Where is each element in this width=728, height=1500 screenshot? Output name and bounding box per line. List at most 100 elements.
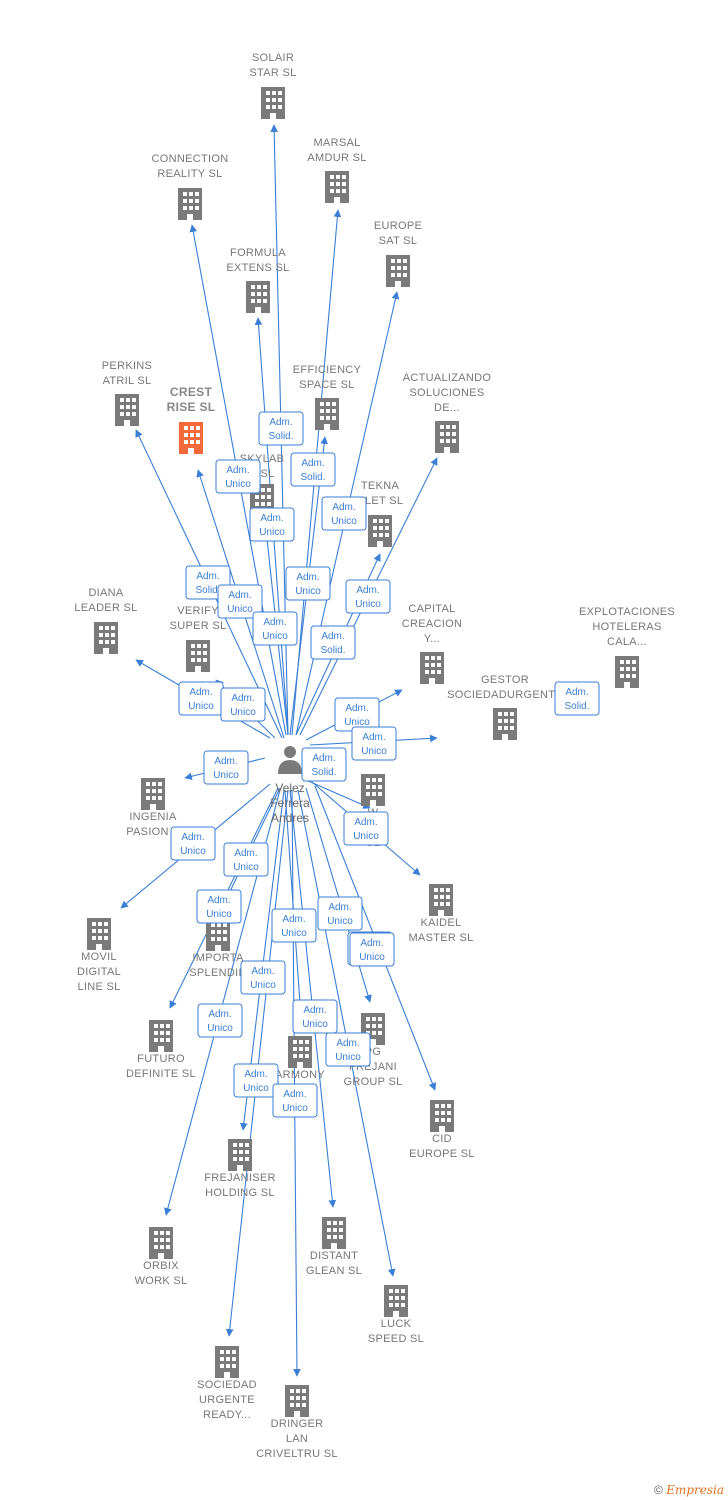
company-name-line[interactable]: TEKNA — [361, 480, 400, 492]
company-name-line[interactable]: SPLENDID — [189, 967, 246, 979]
company-name-line[interactable]: READY... — [203, 1409, 251, 1421]
company-node-capital[interactable]: CAPITALCREACIONY... — [402, 603, 462, 684]
role-badge[interactable]: Adm.Unico — [317, 896, 363, 931]
company-name-line[interactable]: FUTURO — [137, 1053, 185, 1065]
company-node-perkins[interactable]: PERKINS ATRIL SL — [102, 360, 152, 426]
role-badge[interactable]: Adm.Unico — [249, 507, 295, 542]
company-name-line[interactable]: SPEED SL — [368, 1333, 424, 1345]
company-node-gestor[interactable]: GESTOR SOCIEDADURGENTE — [447, 674, 563, 740]
company-node-explotaciones[interactable]: EXPLOTACIONES HOTELERAS CALA... — [579, 606, 675, 688]
company-name-line[interactable]: LAN — [286, 1433, 308, 1445]
company-name-line[interactable]: RISE SL — [167, 400, 216, 414]
company-name-line[interactable]: IMPORTA — [192, 952, 244, 964]
company-node-futuro[interactable]: FUTURO DEFINITE SL — [126, 1020, 196, 1080]
company-name-line[interactable]: CAPITAL — [408, 603, 455, 615]
company-node-connection[interactable]: CONNECTION REALITY SL — [152, 153, 229, 220]
company-name-line[interactable]: GLEAN SL — [306, 1265, 362, 1277]
role-badge[interactable]: Adm.Unico — [351, 726, 397, 761]
role-badge[interactable]: Adm.Unico — [197, 1003, 243, 1038]
company-name-line[interactable]: PERKINS — [102, 360, 152, 372]
company-name-line[interactable]: REALITY SL — [157, 168, 222, 180]
role-badge[interactable]: Adm.Unico — [223, 842, 269, 877]
footer-brand[interactable]: © Empresia — [654, 1483, 724, 1497]
role-badge[interactable]: Adm.Unico — [334, 697, 380, 732]
company-name-line[interactable]: CREST — [170, 385, 213, 399]
company-name-line[interactable]: HOLDING SL — [205, 1187, 275, 1199]
company-name-line[interactable]: DIANA — [88, 587, 123, 599]
company-name-line[interactable]: ORBIX — [143, 1260, 179, 1272]
role-badge[interactable]: Adm.Unico — [349, 932, 395, 967]
company-node-diana[interactable]: DIANA LEADER SL — [74, 587, 137, 654]
role-badge[interactable]: Adm.Unico — [325, 1032, 371, 1067]
company-name-line[interactable]: PASION S — [126, 826, 180, 838]
company-name-line[interactable]: VERIFY — [177, 605, 219, 617]
role-badge[interactable]: Adm.Unico — [203, 750, 249, 785]
company-name-line[interactable]: WORK SL — [135, 1275, 188, 1287]
role-badge[interactable]: Adm.Unico — [170, 826, 216, 861]
company-name-line[interactable]: STAR SL — [249, 67, 296, 79]
company-node-orbix[interactable]: ORBIX WORK SL — [135, 1227, 188, 1287]
person-name-line[interactable]: Andres — [271, 811, 309, 825]
company-name-line[interactable]: FREJANISER — [204, 1172, 275, 1184]
company-name-line[interactable]: EXPLOTACIONES — [579, 606, 675, 618]
company-name-line[interactable]: SOCIEDAD — [197, 1379, 257, 1391]
role-badge[interactable]: Adm.Solid. — [310, 625, 356, 660]
company-node-distant[interactable]: DISTANT GLEAN SL — [306, 1217, 362, 1277]
role-badge[interactable]: Adm.Unico — [343, 811, 389, 846]
company-node-tekna[interactable]: TEKNA RLET SL — [357, 480, 404, 547]
role-badge[interactable]: Adm.Unico — [321, 496, 367, 531]
company-node-verify[interactable]: VERIFY SUPER SL — [170, 605, 227, 672]
company-name-line[interactable]: HOTELERAS — [592, 621, 661, 633]
role-badge[interactable]: Adm.Unico — [240, 960, 286, 995]
company-node-formula[interactable]: FORMULA EXTENS SL — [226, 247, 289, 313]
company-node-luck[interactable]: LUCK SPEED SL — [368, 1285, 424, 1345]
company-name-line[interactable]: DEFINITE SL — [126, 1068, 196, 1080]
company-name-line[interactable]: DISTANT — [310, 1250, 358, 1262]
person-name-line[interactable]: Ferrera — [270, 796, 310, 810]
company-name-line[interactable]: EUROPE SL — [409, 1148, 475, 1160]
company-name-line[interactable]: EUROPE — [374, 220, 422, 232]
company-name-line[interactable]: LUCK — [381, 1318, 412, 1330]
company-name-line[interactable]: RLET SL — [357, 495, 404, 507]
company-name-line[interactable]: CRIVELTRU SL — [256, 1448, 338, 1460]
role-badge[interactable]: Adm.Unico — [233, 1063, 279, 1098]
role-badge[interactable]: Adm.Unico — [178, 681, 224, 716]
company-name-line[interactable]: SUPER SL — [170, 620, 227, 632]
company-name-line[interactable]: KAIDEL — [421, 917, 462, 929]
role-badge[interactable]: Adm.Unico — [345, 579, 391, 614]
company-name-line[interactable]: MARSAL — [313, 137, 360, 149]
company-name-line[interactable]: GROUP SL — [343, 1076, 402, 1088]
company-name-line[interactable]: CONNECTION — [152, 153, 229, 165]
company-name-line[interactable]: LEADER SL — [74, 602, 137, 614]
role-badge[interactable]: Adm.Solid. — [301, 747, 347, 782]
company-name-line[interactable]: FORMULA — [230, 247, 286, 259]
role-badge[interactable]: Adm.Solid. — [554, 681, 600, 716]
company-name-line[interactable]: SOCIEDADURGENTE — [447, 689, 563, 701]
company-name-line[interactable]: CALA... — [607, 636, 647, 648]
role-badge[interactable]: Adm.Solid. — [290, 452, 336, 487]
role-badge[interactable]: Adm.Unico — [220, 687, 266, 722]
company-name-line[interactable]: SPACE SL — [299, 379, 354, 391]
company-name-line[interactable]: DE... — [434, 402, 460, 414]
company-name-line[interactable]: EXTENS SL — [226, 262, 289, 274]
company-name-line[interactable]: CREACION — [402, 618, 462, 630]
role-badge[interactable]: Adm.Unico — [271, 908, 317, 943]
role-badge[interactable]: Adm.Unico — [217, 584, 263, 619]
role-badge[interactable]: Adm.Solid. — [258, 411, 304, 446]
role-badge[interactable]: Adm.Unico — [196, 889, 242, 924]
company-node-actualizando[interactable]: ACTUALIZANDOSOLUCIONESDE... — [403, 372, 492, 453]
company-name-line[interactable]: DIGITAL — [77, 966, 121, 978]
company-name-line[interactable]: ATRIL SL — [103, 375, 152, 387]
company-name-line[interactable]: GESTOR — [481, 674, 529, 686]
person-name-line[interactable]: Velez — [275, 781, 304, 795]
